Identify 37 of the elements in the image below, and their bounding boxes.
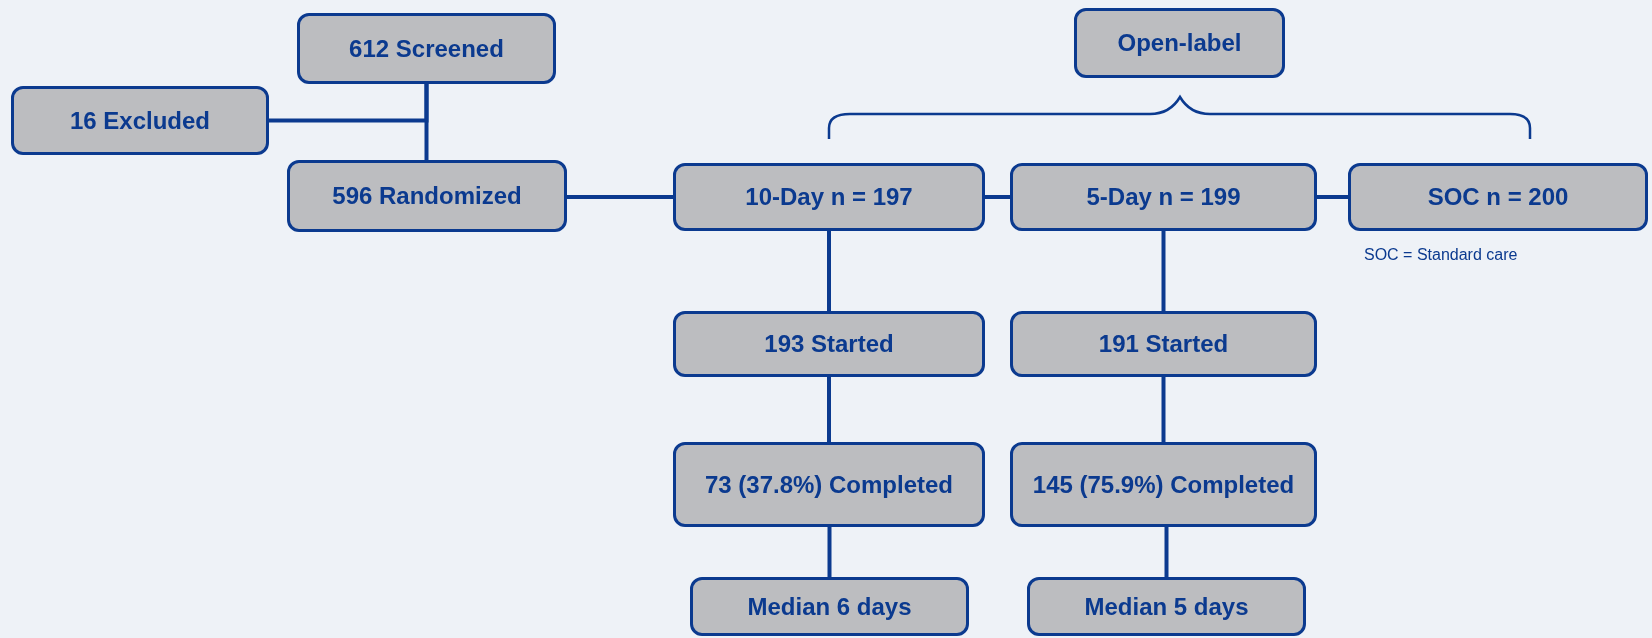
flow-box bbox=[673, 311, 985, 377]
connector-line bbox=[827, 231, 831, 311]
connector-line bbox=[1161, 231, 1166, 311]
connector-line bbox=[269, 84, 429, 123]
connector-line bbox=[827, 377, 831, 442]
connector-line bbox=[1317, 195, 1348, 199]
box-label: SOC n = 200 bbox=[1426, 182, 1570, 212]
box-label: 612 Screened bbox=[348, 33, 505, 64]
flow-box bbox=[1348, 163, 1648, 231]
connector-line bbox=[985, 195, 1010, 199]
connector-line bbox=[567, 195, 673, 199]
box-label: 5-Day n = 199 bbox=[1085, 182, 1242, 212]
flow-box bbox=[297, 13, 556, 84]
box-label: 10-Day n = 197 bbox=[744, 182, 914, 212]
flow-box bbox=[287, 160, 567, 232]
flow-box bbox=[11, 86, 269, 155]
box-label: 193 Started bbox=[763, 329, 895, 359]
box-label: Median 5 days bbox=[1083, 591, 1250, 622]
flow-box bbox=[1027, 577, 1306, 636]
flow-box bbox=[1010, 311, 1317, 377]
flow-box bbox=[1074, 8, 1285, 78]
connector-line bbox=[1164, 527, 1169, 577]
box-label: 16 Excluded bbox=[68, 105, 212, 136]
box-label: 191 Started bbox=[1097, 329, 1230, 359]
note-text: SOC = Standard care bbox=[1364, 245, 1518, 265]
flow-box bbox=[673, 163, 985, 231]
box-label: 145 (75.9%) Completed bbox=[1031, 469, 1296, 500]
box-label: 73 (37.8%) Completed bbox=[703, 469, 955, 500]
flow-box bbox=[690, 577, 969, 636]
box-label: 596 Randomized bbox=[331, 181, 523, 211]
connector-line bbox=[827, 527, 832, 577]
connector-line bbox=[1161, 377, 1166, 442]
box-label: Open-label bbox=[1116, 28, 1243, 58]
flow-box bbox=[673, 442, 985, 527]
box-label: Median 6 days bbox=[746, 591, 913, 622]
flow-box bbox=[1010, 442, 1317, 527]
flow-box bbox=[1010, 163, 1317, 231]
